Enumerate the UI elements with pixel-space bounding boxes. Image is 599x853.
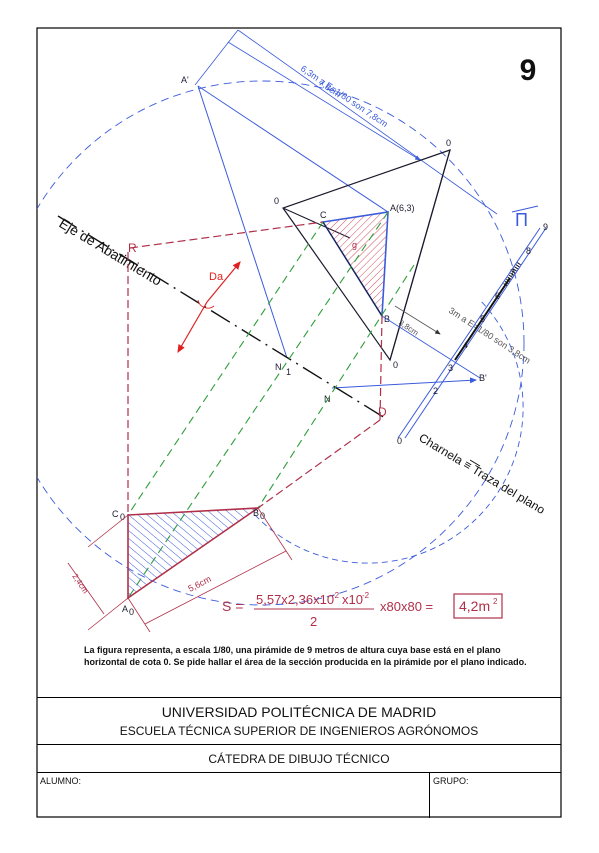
formula-mid: x10: [342, 592, 363, 607]
point-b0-sub: 0: [260, 511, 265, 521]
point-a-prime: A': [181, 75, 189, 85]
plane-trace-bold: [454, 277, 511, 361]
department-name: CÁTEDRA DE DIBUJO TÉCNICO: [208, 752, 390, 766]
scale-tick: 0: [397, 436, 402, 446]
dim-line-long: [144, 550, 287, 625]
point-c: C: [320, 210, 327, 220]
line-a-prime-a: [197, 85, 389, 213]
school-name: ESCUELA TÉCNICA SUPERIOR DE INGENIEROS A…: [119, 724, 479, 738]
plane-trace: [397, 227, 541, 439]
dim-line-short: [67, 562, 105, 615]
construction-green: [127, 221, 324, 516]
formula-exp2: -2: [362, 591, 370, 600]
scale-tick: 4: [463, 340, 468, 350]
dimension-line-right: [394, 305, 441, 335]
point-a63: A(6,3): [390, 203, 415, 213]
point-a0: A: [122, 604, 128, 614]
point-a0-sub: 0: [129, 607, 134, 617]
result-box: [453, 593, 503, 619]
formula-result-exp: 2: [493, 597, 498, 606]
point-o-bottom: 0: [393, 360, 398, 370]
formula-numerator: 5,57x2,36x10: [256, 592, 334, 607]
point-n1-sub: 1: [286, 367, 291, 377]
line-a-prime-n1: [197, 85, 288, 359]
point-b0: B: [253, 508, 259, 518]
hinge-tick: [469, 459, 481, 467]
formula-denominator: 2: [310, 614, 317, 629]
problem-statement: La figura representa, a escala 1/80, una…: [84, 645, 527, 667]
student-label: ALUMNO:: [40, 776, 82, 786]
plane-symbol-bar: [511, 205, 539, 213]
scale-note-right-value: 3,8cm: [397, 318, 420, 338]
university-name: UNIVERSIDAD POLITÉCNICA DE MADRID: [161, 704, 437, 720]
scale-tick: 6: [495, 291, 500, 301]
scale-tick: 5: [480, 314, 485, 324]
construction-b-d: [379, 315, 383, 421]
group-divider: [429, 772, 430, 818]
rotation-axis: [57, 215, 386, 419]
point-r: R: [128, 241, 137, 255]
area-formula: S = 5,57x2,36x10 -2 x10 -2 2 x80x80 = 4,…: [222, 591, 503, 629]
extension-line: [194, 29, 239, 86]
title-block: UNIVERSIDAD POLITÉCNICA DE MADRID ESCUEL…: [37, 697, 561, 818]
point-b-prime: B': [479, 373, 487, 383]
true-size-section: [127, 507, 261, 600]
dimension-line-top: [227, 41, 421, 161]
scale-tick: 2: [433, 386, 438, 396]
plane-trace-parallel: [404, 227, 547, 439]
scale-ticks-fine: [503, 260, 522, 287]
plane-symbol: Π: [515, 210, 528, 230]
construction-d-b0: [257, 419, 381, 509]
rotation-arc-small: [254, 299, 524, 564]
dim-ext: [257, 507, 293, 561]
extension-line: [237, 29, 498, 215]
sheet-border: [36, 27, 562, 818]
group-label: GRUPO:: [433, 776, 469, 786]
sheet-number: 9: [520, 54, 537, 87]
dim-ext: [87, 514, 129, 548]
line-n-b-prime: [331, 377, 477, 389]
scale-tick: 9: [543, 222, 548, 232]
point-o-top: 0: [446, 138, 451, 148]
construction-r-c: [129, 221, 324, 249]
rotation-arrow: [206, 261, 241, 303]
point-c0: C: [112, 509, 119, 519]
formula-exp1: -2: [332, 591, 340, 600]
point-o-left: 0: [274, 196, 279, 206]
rotation-arrow: [177, 301, 208, 354]
dim-ext: [87, 597, 129, 631]
scale-note-top: 6,3m a E=1/80 son 7,8cm: [299, 63, 390, 129]
construction-green: [257, 264, 415, 509]
scale-tick: 7: [510, 268, 515, 278]
formula-result: 4,2m: [459, 598, 490, 614]
dim-short: 2,4cm: [70, 572, 90, 595]
rotation-arc: [37, 80, 525, 606]
rotation-arrow-arc: [197, 299, 215, 309]
scale-tick: 3: [448, 363, 453, 373]
pyramid-edge: [389, 149, 451, 361]
point-n1: N: [275, 362, 282, 372]
scale-graduations: 0 2 3 4 5 6 7 8 9: [397, 222, 548, 446]
formula-tail: x80x80 =: [380, 599, 433, 614]
rotation-label: Da: [209, 271, 224, 283]
point-g: g: [352, 240, 357, 250]
formula-lhs: S =: [222, 598, 243, 614]
section-edge: [322, 221, 383, 317]
axis-label: Eje de Abatimiento: [56, 215, 164, 289]
point-n: N: [324, 394, 331, 404]
section-triangle: [321, 211, 389, 319]
hinge-label: Charnela ≡ Traza del plano: [416, 431, 547, 518]
title-divider: [37, 744, 561, 745]
title-divider: [37, 772, 561, 773]
line-b-b-prime: [381, 315, 481, 379]
point-c0-sub: 0: [120, 512, 125, 522]
dim-ext: [127, 597, 151, 633]
point-d: D: [378, 405, 387, 419]
scale-tick: 8: [526, 246, 531, 256]
